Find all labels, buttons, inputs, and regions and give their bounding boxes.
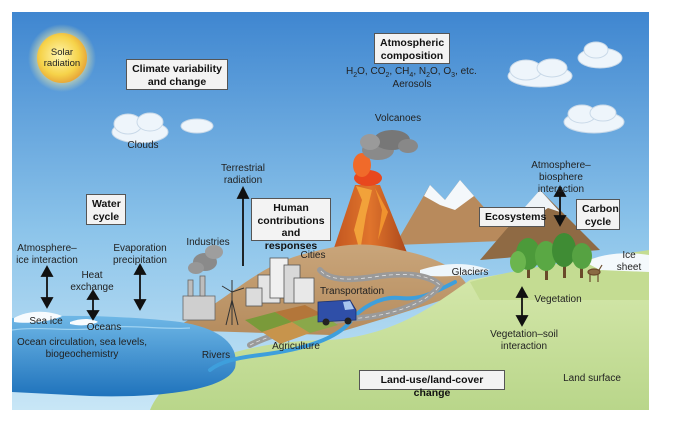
agriculture-fields	[245, 305, 338, 344]
gas-h2o: H	[346, 66, 354, 77]
gas-n2o: N	[418, 66, 427, 77]
terrestrial-radiation-label: Terrestrial radiation	[221, 163, 265, 186]
gas-h2o-tail: O,	[357, 66, 371, 77]
sea-ice-label: Sea ice	[29, 316, 63, 327]
vegetation-soil-label: Vegetation–soil interaction	[490, 329, 558, 352]
van-icon	[317, 299, 357, 326]
gas-co2-tail: ,	[389, 66, 395, 77]
wind-turbine-icon	[221, 280, 245, 326]
ocean	[12, 315, 236, 397]
water-cycle-box: Water cycle	[86, 194, 126, 225]
aerosols-label: Aerosols	[392, 79, 432, 90]
lava-flow	[375, 188, 388, 240]
glacier	[420, 264, 490, 277]
trees-icon	[510, 233, 592, 280]
factory-icon	[182, 245, 223, 321]
ocean-circulation-label: Ocean circulation, sea levels, biogeoche…	[16, 337, 148, 360]
sea-ice	[70, 319, 98, 326]
volcano	[330, 185, 410, 260]
ice-sheet-label: Ice sheet	[616, 250, 642, 273]
sea-ice	[14, 311, 62, 323]
arrows	[40, 185, 567, 327]
rivers-label: Rivers	[201, 350, 231, 361]
gas-o3-tail: , etc.	[455, 66, 477, 77]
transportation-label: Transportation	[319, 286, 385, 297]
mountain-snow	[424, 180, 474, 210]
vegetation-label: Vegetation	[534, 294, 582, 305]
land-use-box: Land-use/land-cover change	[359, 370, 505, 399]
sun-icon	[37, 33, 87, 83]
gas-o3-sub: 3	[451, 72, 456, 79]
eruption-plume	[353, 130, 418, 186]
atmospheric-composition-box: Atmospheric composition	[374, 33, 450, 64]
atmosphere-biosphere-label: Atmosphere–biosphere interaction	[531, 160, 591, 195]
land-surface-label: Land surface	[563, 373, 621, 384]
industries-label: Industries	[186, 237, 230, 248]
cities-label: Cities	[300, 250, 326, 261]
climate-variability-box: Climate variability and change	[126, 59, 228, 90]
gas-co2-sub: 2	[385, 72, 390, 79]
ecosystems-box: Ecosystems	[479, 207, 546, 227]
evaporation-precipitation-label: Evaporation precipitation	[113, 243, 167, 266]
gas-ch4-sub: 4	[409, 72, 414, 79]
city-buildings-icon	[245, 257, 315, 307]
lava-flow	[354, 186, 372, 252]
gas-h2o-sub: 2	[353, 72, 358, 79]
clouds-label: Clouds	[127, 140, 159, 151]
heat-exchange-label: Heat exchange	[70, 270, 114, 293]
agriculture-label: Agriculture	[272, 341, 320, 352]
gas-ch4-tail: ,	[413, 66, 419, 77]
glaciers-label: Glaciers	[451, 267, 489, 278]
cloud-icon	[111, 112, 214, 144]
gas-list: H2O, CO2, CH4, N2O, O3, etc.	[346, 66, 477, 79]
gas-co2: CO	[370, 66, 386, 77]
deer-icon	[587, 264, 603, 282]
cloud-icon	[507, 41, 625, 134]
gas-ch4: CH	[394, 66, 410, 77]
ocean-wave	[11, 326, 191, 331]
volcanoes-label: Volcanoes	[374, 113, 422, 124]
gas-o3: O	[443, 66, 452, 77]
human-contributions-box: Human contributions and responses	[251, 198, 331, 252]
gas-n2o-tail: O,	[430, 66, 444, 77]
atmosphere-ice-label: Atmosphere– ice interaction	[16, 243, 78, 266]
carbon-cycle-box: Carbon cycle	[576, 199, 620, 230]
gas-n2o-sub: 2	[426, 72, 431, 79]
solar-radiation-label: Solar radiation	[43, 47, 81, 70]
oceans-label: Oceans	[86, 322, 122, 333]
